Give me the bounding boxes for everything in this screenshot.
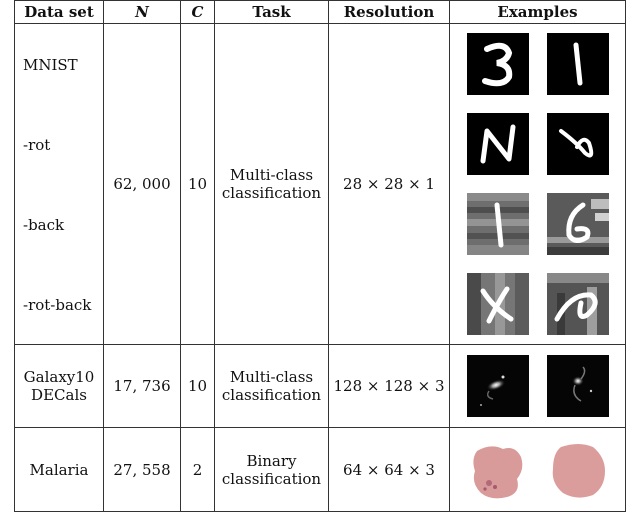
header-dataset: Data set bbox=[14, 0, 104, 24]
mnist-rot-back-image-2 bbox=[546, 273, 609, 335]
task-line-2: classification bbox=[221, 469, 322, 488]
cell-mnist-c: 10 bbox=[180, 23, 215, 345]
task-line-1: Multi-class bbox=[229, 368, 314, 386]
mnist-rot-image-1 bbox=[466, 113, 529, 175]
cell-malaria-examples bbox=[449, 427, 626, 512]
name-mnist-rot-back: -rot-back bbox=[23, 296, 92, 314]
task-line-1: Multi-class bbox=[229, 166, 314, 184]
cell-galaxy10-task: Multi-class classification bbox=[214, 344, 329, 428]
mnist-rot-back-image-1 bbox=[466, 273, 529, 335]
name-decals: DECals bbox=[31, 386, 87, 404]
cell-mnist-n: 62, 000 bbox=[103, 23, 181, 345]
malaria-cell-image-1 bbox=[466, 438, 529, 501]
table-row-mnist: MNIST -rot -back -rot-back 62, 000 10 Mu… bbox=[14, 23, 626, 345]
galaxy-image-2 bbox=[546, 355, 609, 417]
cell-malaria-task: Binary classification bbox=[214, 427, 329, 512]
cell-malaria-n: 27, 558 bbox=[103, 427, 181, 512]
cell-galaxy10-examples bbox=[449, 344, 626, 428]
header-resolution: Resolution bbox=[328, 0, 450, 24]
table-row-galaxy10: Galaxy10 DECals 17, 736 10 Multi-class c… bbox=[14, 344, 626, 428]
mnist-digit-3-image bbox=[466, 33, 529, 95]
mnist-back-image-1 bbox=[466, 193, 529, 255]
task-line-1: Binary bbox=[246, 451, 297, 470]
task-line-2: classification bbox=[221, 184, 322, 202]
cell-malaria-resolution: 64 × 64 × 3 bbox=[328, 427, 450, 512]
task-line-2: classification bbox=[221, 386, 322, 404]
cell-mnist-task: Multi-class classification bbox=[214, 23, 329, 345]
header-examples: Examples bbox=[449, 0, 626, 24]
header-row: Data set N C Task Resolution Examples bbox=[14, 0, 626, 24]
malaria-cell-image-2 bbox=[546, 438, 609, 501]
cell-galaxy10-resolution: 128 × 128 × 3 bbox=[328, 344, 450, 428]
cell-mnist-names: MNIST -rot -back -rot-back bbox=[14, 23, 104, 345]
mnist-back-image-2 bbox=[546, 193, 609, 255]
cell-galaxy10-names: Galaxy10 DECals bbox=[14, 344, 104, 428]
table-row-malaria: Malaria 27, 558 2 Binary classification … bbox=[14, 427, 626, 512]
name-mnist: MNIST bbox=[23, 56, 78, 74]
name-mnist-back: -back bbox=[23, 216, 65, 234]
header-c: C bbox=[180, 0, 215, 24]
mnist-rot-image-2 bbox=[546, 113, 609, 175]
header-n: N bbox=[103, 0, 181, 24]
name-galaxy10: Galaxy10 bbox=[23, 368, 95, 386]
cell-malaria-c: 2 bbox=[180, 427, 215, 512]
cell-galaxy10-c: 10 bbox=[180, 344, 215, 428]
cell-mnist-resolution: 28 × 28 × 1 bbox=[328, 23, 450, 345]
cell-galaxy10-n: 17, 736 bbox=[103, 344, 181, 428]
name-mnist-rot: -rot bbox=[23, 136, 51, 154]
mnist-digit-1-image bbox=[546, 33, 609, 95]
header-task: Task bbox=[214, 0, 329, 24]
datasets-table: Data set N C Task Resolution Examples MN… bbox=[14, 0, 626, 512]
galaxy-image-1 bbox=[466, 355, 529, 417]
cell-mnist-examples bbox=[449, 23, 626, 345]
cell-malaria-name: Malaria bbox=[14, 427, 104, 512]
